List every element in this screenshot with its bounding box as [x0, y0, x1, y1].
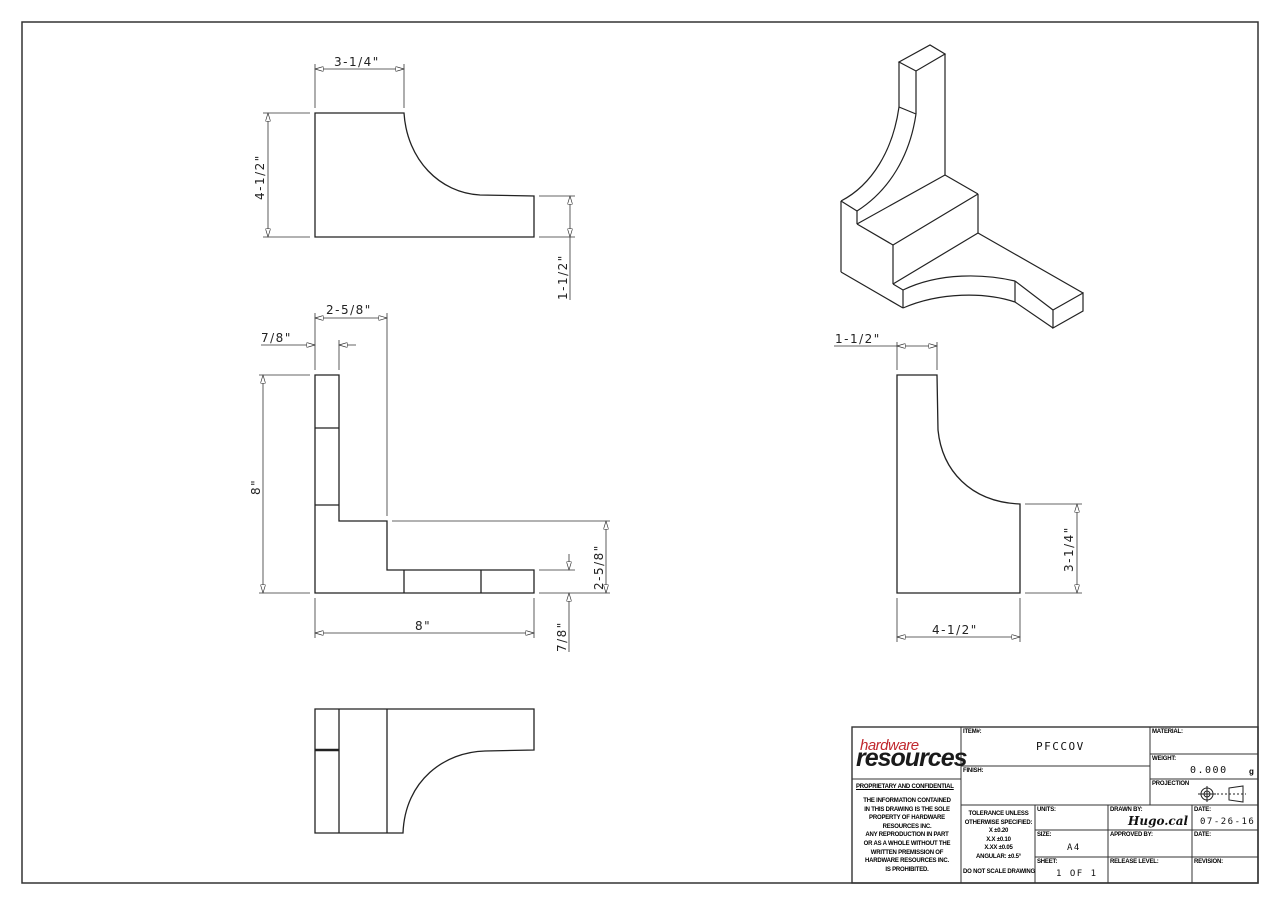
- size-label: SIZE:: [1037, 832, 1052, 838]
- drawn-by-value: Hugo.cal: [1128, 814, 1189, 828]
- side-view-dimensions: [834, 342, 1082, 642]
- dim-top-thickness-left: 7/8": [261, 331, 292, 345]
- dim-top-right-thickness: 7/8": [555, 621, 569, 652]
- top-view-dimensions: [259, 313, 610, 652]
- dim-side-top-width: 1-1/2": [835, 332, 881, 346]
- drawn-by-label: DRAWN BY:: [1110, 807, 1143, 813]
- dim-top-right-step: 2-5/8": [592, 544, 606, 590]
- bottom-view: [314, 708, 535, 834]
- dim-front-width-top: 3-1/4": [334, 55, 380, 69]
- dim-side-bottom-width: 4-1/2": [932, 623, 978, 637]
- logo-hardware: hardware: [860, 737, 919, 754]
- do-not-scale-note: DO NOT SCALE DRAWING: [963, 869, 1035, 875]
- dim-side-right-height: 3-1/4": [1062, 526, 1076, 572]
- dim-top-overall-width: 8": [415, 619, 431, 633]
- front-view-dimensions: [263, 64, 575, 300]
- date-value: 07-26-16: [1200, 817, 1256, 827]
- finish-label: FINISH:: [963, 768, 984, 774]
- date-label: DATE:: [1194, 807, 1211, 813]
- sheet-border: [21, 21, 1259, 884]
- dim-front-height: 4-1/2": [253, 154, 267, 200]
- front-view: [314, 112, 535, 238]
- proprietary-text: THE INFORMATION CONTAINED IN THIS DRAWIN…: [863, 798, 951, 873]
- material-label: MATERIAL:: [1152, 729, 1183, 735]
- weight-label: WEIGHT:: [1152, 756, 1176, 762]
- approved-by-label: APPROVED BY:: [1110, 832, 1153, 838]
- side-view: [896, 374, 1021, 594]
- isometric-view: [840, 44, 1084, 330]
- weight-value: 0.000: [1190, 765, 1228, 776]
- title-block-grid: [851, 726, 1259, 884]
- release-level-label: RELEASE LEVEL:: [1110, 859, 1159, 865]
- units-label: UNITS:: [1037, 807, 1056, 813]
- sheet-value: 1 OF 1: [1056, 869, 1098, 879]
- dim-top-overall-width-top: 2-5/8": [326, 303, 372, 317]
- revision-label: REVISION:: [1194, 859, 1223, 865]
- dim-front-right-height: 1-1/2": [556, 254, 570, 300]
- logo-resources: resources: [856, 744, 968, 772]
- projection-symbol-icon: [1198, 785, 1246, 803]
- size-value: A4: [1067, 843, 1081, 853]
- projection-label: PROJECTION: [1152, 781, 1190, 787]
- top-view: [314, 374, 535, 594]
- proprietary-heading: PROPRIETARY AND CONFIDENTIAL: [856, 784, 954, 790]
- sheet-label: SHEET:: [1037, 859, 1058, 865]
- item-label: ITEM#:: [963, 729, 982, 735]
- date2-label: DATE:: [1194, 832, 1211, 838]
- item-value: PFCCOV: [1036, 740, 1085, 753]
- tolerance-note: TOLERANCE UNLESS OTHERWISE SPECIFIED: X …: [964, 811, 1033, 860]
- dim-top-height: 8": [249, 479, 263, 495]
- weight-unit: g: [1249, 767, 1254, 776]
